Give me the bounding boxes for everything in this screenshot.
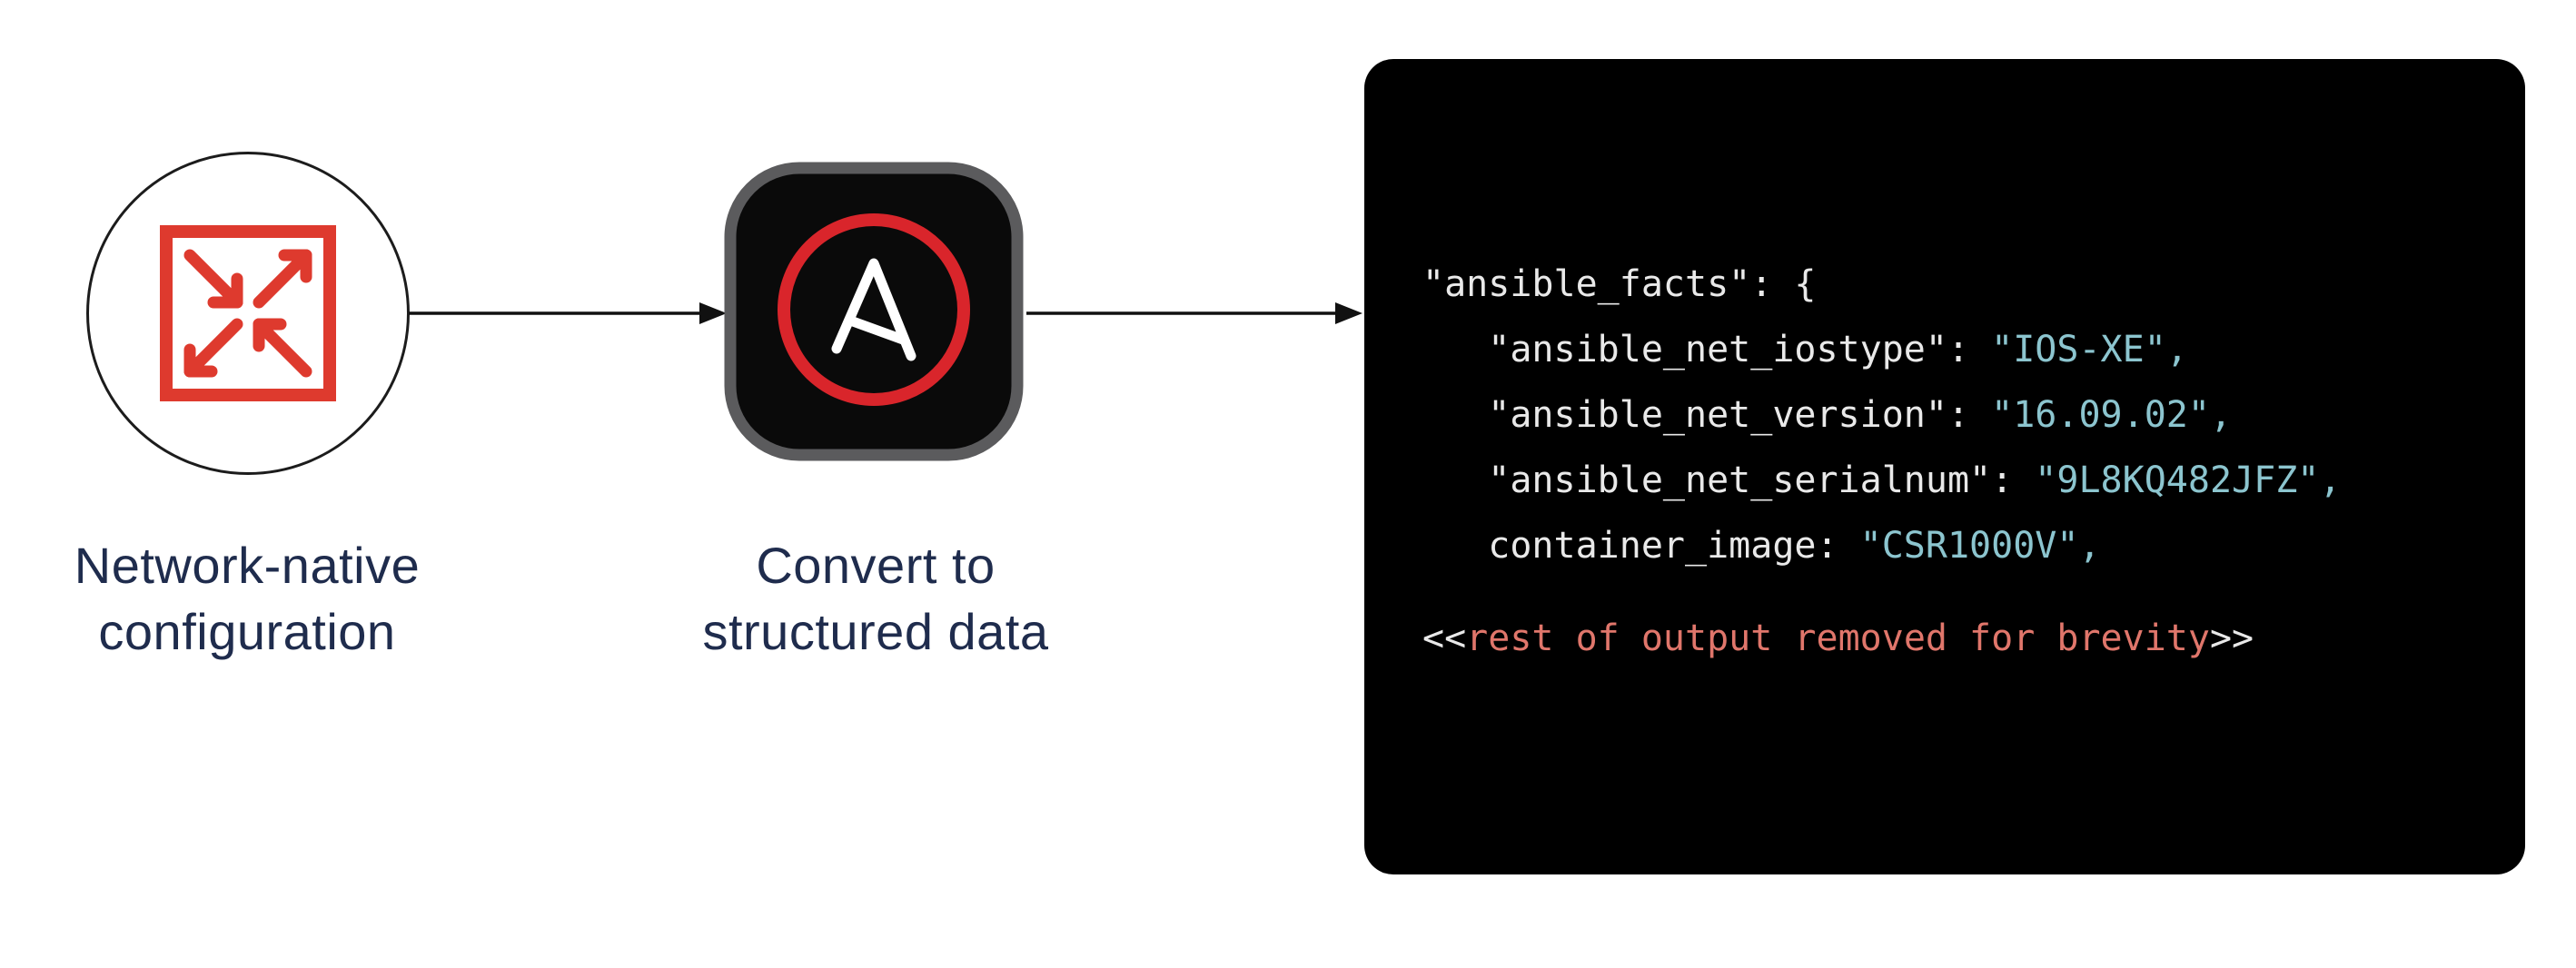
label-line: configuration xyxy=(98,603,396,660)
code-segment-plain: "ansible_net_version": xyxy=(1422,394,1992,436)
arrow-connector-left xyxy=(409,302,727,324)
label-line: Convert to xyxy=(756,537,996,594)
label-line: Network-native xyxy=(74,537,421,594)
code-segment-comment: rest of output removed for brevity xyxy=(1466,617,2210,659)
code-segment-value: "IOS-XE", xyxy=(1991,329,2188,370)
code-segment-plain: << xyxy=(1422,617,1467,659)
network-config-node xyxy=(86,152,410,475)
code-segment-value: "9L8KQ482JFZ", xyxy=(2035,459,2342,501)
ansible-logo-icon xyxy=(724,162,1024,461)
code-segment-value: "CSR1000V", xyxy=(1859,525,2101,567)
code-segment-plain: "ansible_net_iostype": xyxy=(1422,329,1992,370)
code-segment-plain: "ansible_facts": { xyxy=(1422,263,1817,305)
arrow-connector-right xyxy=(1026,302,1362,324)
convert-label: Convert to structured data xyxy=(558,532,1194,665)
code-segment-plain: "ansible_net_serialnum": xyxy=(1422,459,2036,501)
code-segment-value: "16.09.02", xyxy=(1991,394,2233,436)
crossing-arrows-router-icon xyxy=(160,225,336,401)
code-line: <<rest of output removed for brevity>> xyxy=(1422,606,2489,671)
code-line: "ansible_net_version": "16.09.02", xyxy=(1422,382,2489,448)
code-line: "ansible_net_serialnum": "9L8KQ482JFZ", xyxy=(1422,448,2489,513)
code-line: "ansible_facts": { xyxy=(1422,252,2489,317)
code-segment-plain: container_image: xyxy=(1422,525,1860,567)
code-line: container_image: "CSR1000V", xyxy=(1422,513,2489,578)
code-segment-plain: >> xyxy=(2209,617,2254,659)
label-line: structured data xyxy=(702,603,1049,660)
code-output-panel: "ansible_facts": { "ansible_net_iostype"… xyxy=(1364,59,2525,874)
network-config-label: Network-native configuration xyxy=(0,532,565,665)
code-line: "ansible_net_iostype": "IOS-XE", xyxy=(1422,317,2489,382)
